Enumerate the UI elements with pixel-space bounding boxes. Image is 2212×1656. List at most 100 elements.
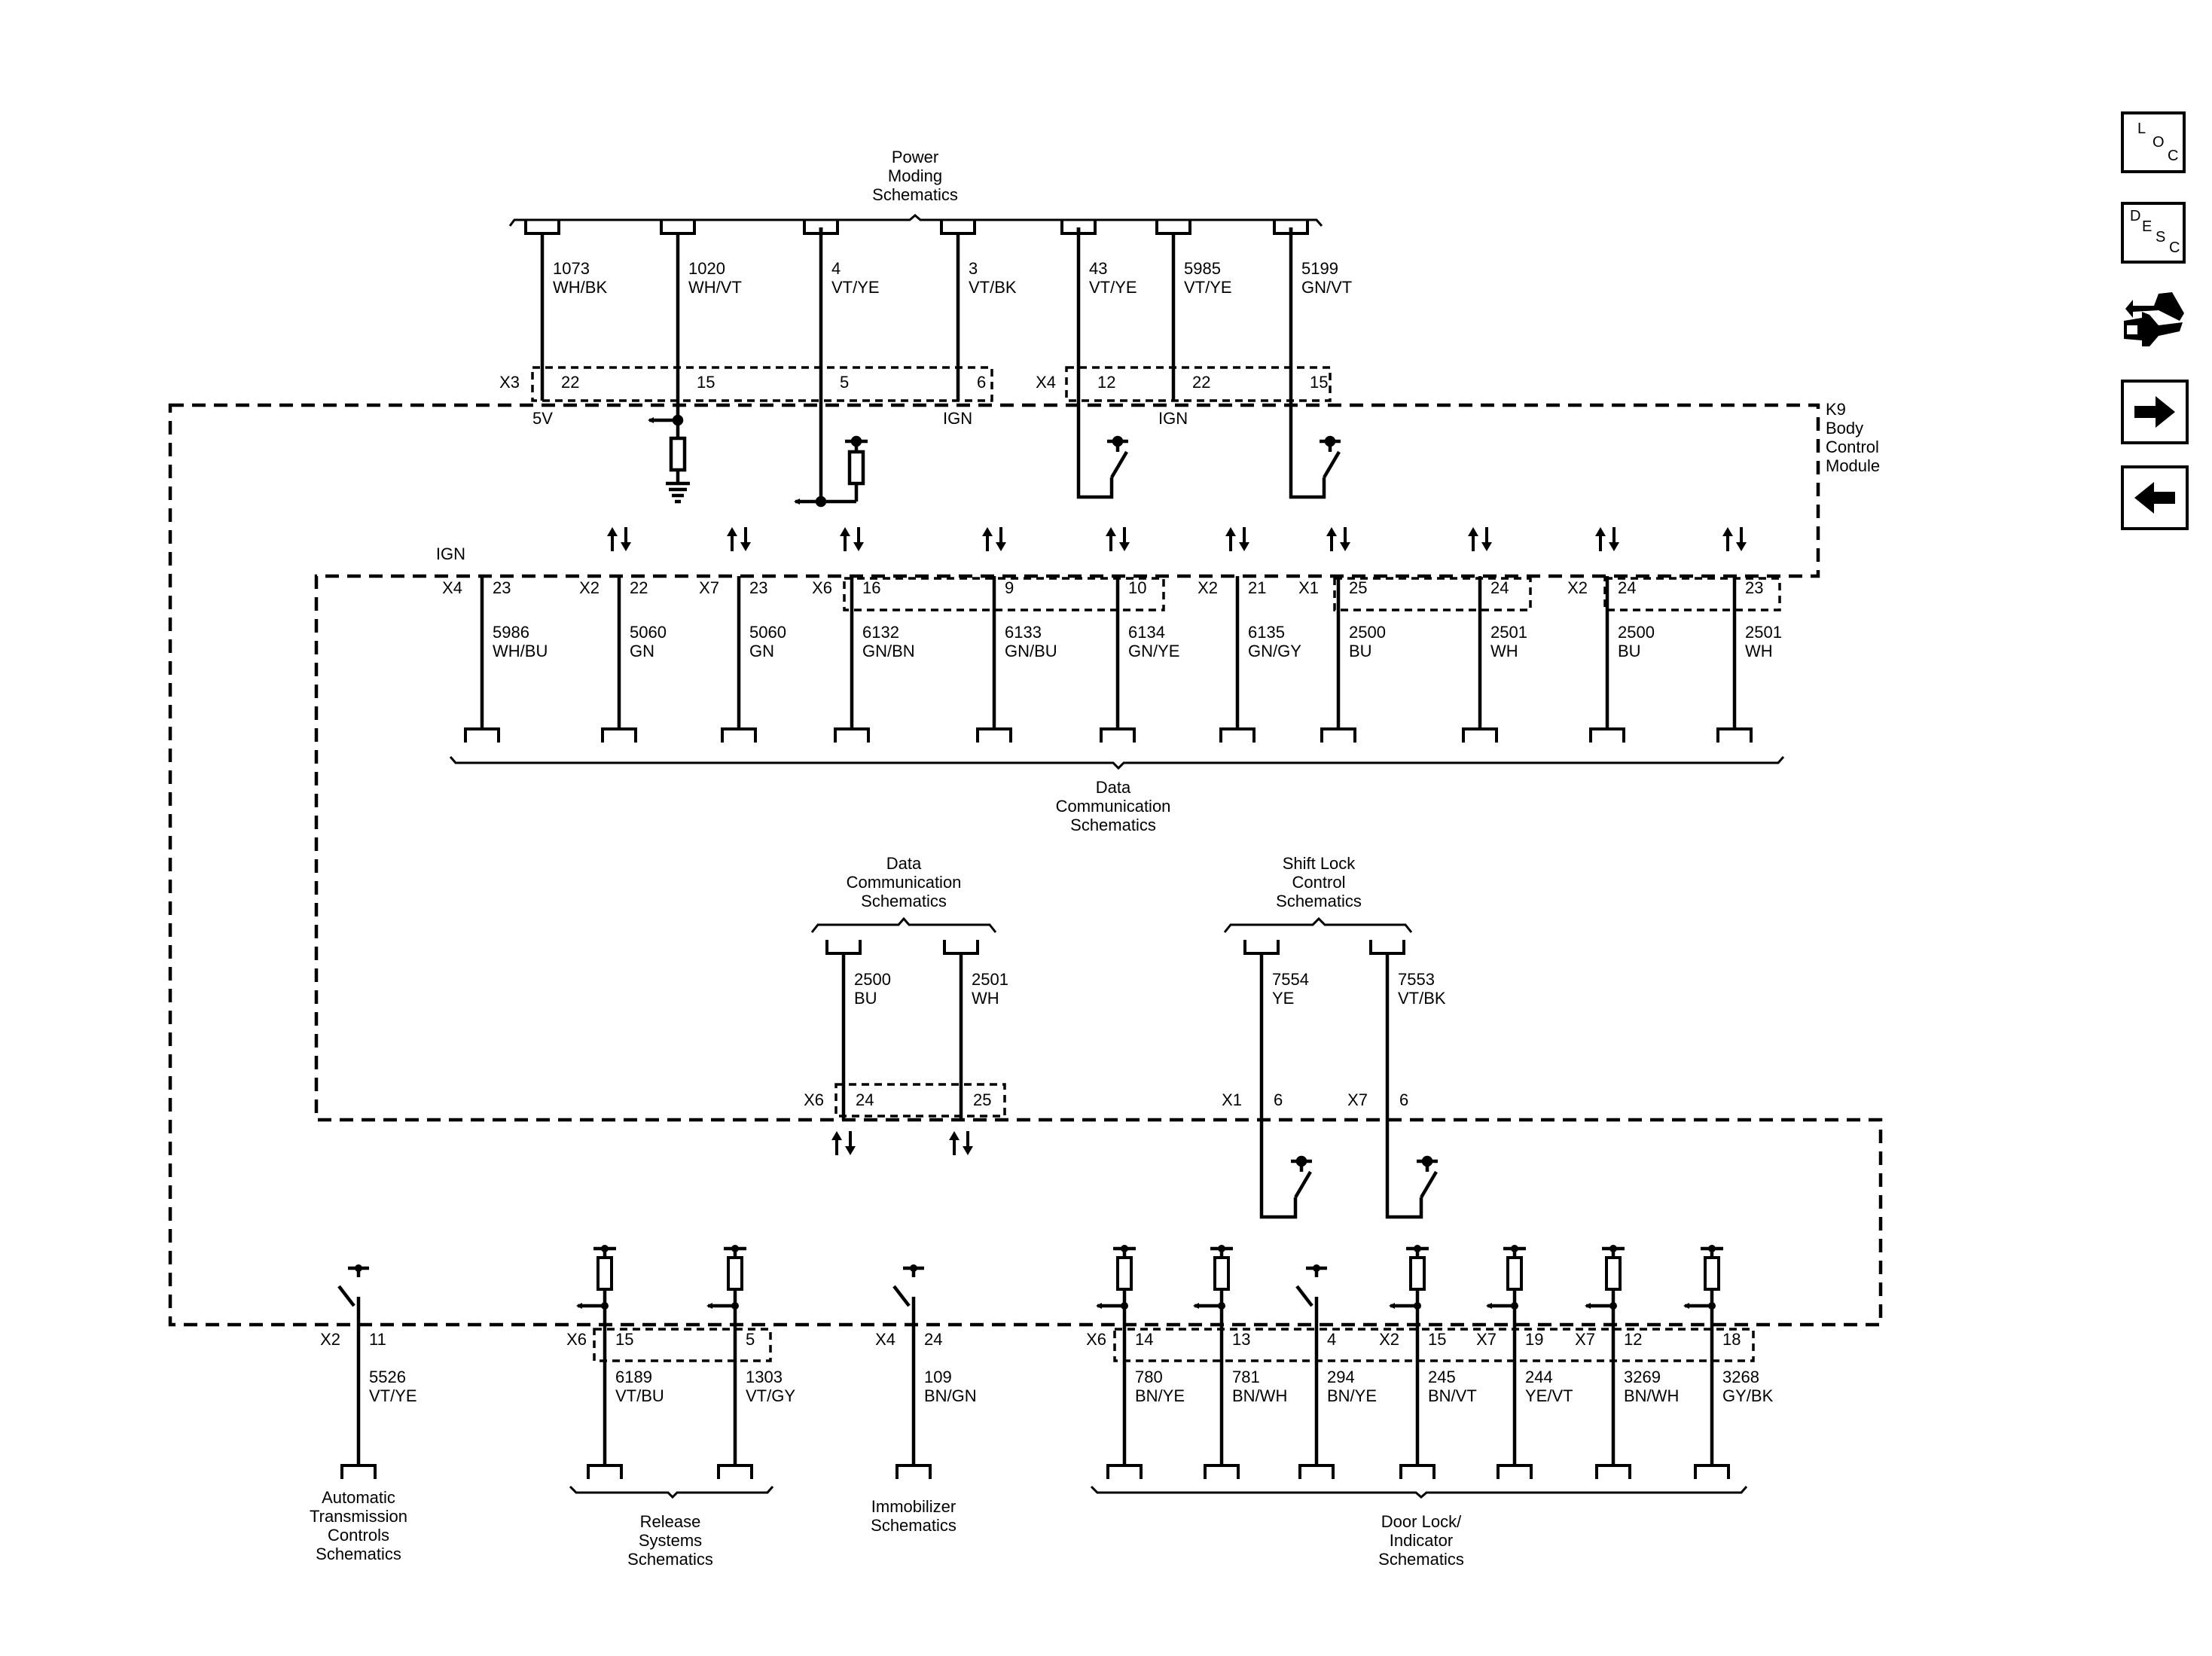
data-circuit-3-6132-color: GN/BN bbox=[862, 642, 915, 660]
svg-text:Control: Control bbox=[1292, 873, 1346, 892]
top-circuit-1073-connector: X3 bbox=[499, 373, 520, 392]
svg-text:Data: Data bbox=[1096, 778, 1131, 797]
bottom-circuit-5-781-terminal bbox=[1204, 1464, 1240, 1479]
data-circuit-7-2500-serial-arrows-down-head bbox=[1340, 542, 1350, 551]
mid-circuit-1-2501-number: 2501 bbox=[972, 970, 1008, 989]
svg-text:Communication: Communication bbox=[1056, 797, 1171, 816]
data-circuit-0-5986-terminal bbox=[464, 727, 500, 743]
data-circuit-6-6135-pin: 21 bbox=[1248, 578, 1266, 597]
previous-page-arrow-icon[interactable] bbox=[2121, 465, 2189, 530]
data-circuit-3-6132-serial-arrows-down-head bbox=[853, 542, 864, 551]
bottom-circuit-5-781-pin: 13 bbox=[1232, 1330, 1250, 1349]
bottom-circuit-10-3268-number: 3268 bbox=[1722, 1368, 1759, 1386]
bottom-circuit-5-781-color: BN/WH bbox=[1232, 1386, 1287, 1405]
top-circuit-5985-note: IGN bbox=[1158, 409, 1188, 428]
mid-circuit-2-7554-color: YE bbox=[1272, 989, 1294, 1008]
data-circuit-3-6132-terminal bbox=[834, 727, 870, 743]
data-circuit-4-6133-color: GN/BU bbox=[1005, 642, 1057, 660]
desc-icon[interactable]: D E S C bbox=[2121, 202, 2186, 264]
top-circuit-43-color: VT/YE bbox=[1089, 278, 1137, 297]
svg-text:Schematics: Schematics bbox=[861, 892, 947, 910]
mid-circuit-1-2501-color: WH bbox=[972, 989, 999, 1008]
svg-text:Indicator: Indicator bbox=[1390, 1531, 1453, 1550]
data-circuit-9-2500-terminal bbox=[1589, 727, 1625, 743]
data-circuit-8-2501-terminal bbox=[1462, 727, 1498, 743]
mid-circuit-2-7554-number: 7554 bbox=[1272, 970, 1309, 989]
top-circuit-4-pin: 5 bbox=[840, 373, 849, 392]
data-circuit-2-5060-terminal bbox=[721, 727, 757, 743]
data-circuit-0-5986-note: IGN bbox=[436, 544, 465, 563]
bottom-circuit-9-3269-terminal bbox=[1595, 1464, 1631, 1479]
top-circuit-4-color: VT/YE bbox=[831, 278, 880, 297]
bottom-circuit-1-6189-number: 6189 bbox=[615, 1368, 652, 1386]
svg-text:Door Lock/: Door Lock/ bbox=[1381, 1512, 1462, 1531]
bottom-circuit-9-3269-connector: X7 bbox=[1575, 1330, 1595, 1349]
svg-text:Communication: Communication bbox=[847, 873, 962, 892]
bottom-circuit-0-5526-connector: X2 bbox=[320, 1330, 340, 1349]
data-circuit-4-6133-serial-arrows-down-head bbox=[996, 542, 1006, 551]
bottom-circuit-0-5526-terminal bbox=[340, 1464, 377, 1479]
top-circuit-5985-color: VT/YE bbox=[1184, 278, 1232, 297]
mid-circuit-1-2501-pin: 25 bbox=[973, 1090, 991, 1109]
data-circuit-10-2501-pin: 23 bbox=[1745, 578, 1763, 597]
data-circuit-1-5060-pin: 22 bbox=[630, 578, 648, 597]
bottom-circuit-10-3268-terminal bbox=[1694, 1464, 1730, 1479]
top-circuit-1073-number: 1073 bbox=[553, 259, 590, 278]
data-circuit-6-6135-terminal bbox=[1219, 727, 1256, 743]
data-circuit-10-2501-color: WH bbox=[1745, 642, 1773, 660]
desc-letter-s: S bbox=[2156, 229, 2166, 246]
data-circuit-9-2500-connector: X2 bbox=[1567, 578, 1588, 597]
top-circuit-1073-note: 5V bbox=[532, 409, 553, 428]
group-label-shift-lock: Shift Lock Control Schematics bbox=[1276, 854, 1362, 910]
data-circuit-6-6135-connector: X2 bbox=[1198, 578, 1218, 597]
data-circuit-3-6132-number: 6132 bbox=[862, 623, 899, 642]
data-circuit-5-6134-terminal bbox=[1100, 727, 1136, 743]
data-circuit-10-2501-serial-arrows-down-head bbox=[1736, 542, 1747, 551]
desc-letter-d: D bbox=[2130, 208, 2141, 224]
data-circuit-4-6133-number: 6133 bbox=[1005, 623, 1042, 642]
data-circuit-2-5060-serial-arrows-up-head bbox=[727, 527, 737, 536]
data-circuit-7-2500-color: BU bbox=[1349, 642, 1372, 660]
bottom-circuit-4-780-terminal bbox=[1106, 1464, 1143, 1479]
connector-pinout-icon[interactable] bbox=[2119, 283, 2187, 351]
bottom-circuit-0-5526-color: VT/YE bbox=[369, 1386, 417, 1405]
bottom-circuit-8-244-terminal bbox=[1497, 1464, 1533, 1479]
bottom-circuit-9-3269-number: 3269 bbox=[1624, 1368, 1661, 1386]
top-circuit-3-note: IGN bbox=[943, 409, 972, 428]
svg-text:Immobilizer: Immobilizer bbox=[871, 1497, 956, 1516]
next-page-arrow-icon[interactable] bbox=[2121, 380, 2189, 444]
loc-icon[interactable]: L O C bbox=[2121, 111, 2186, 173]
data-circuit-4-6133-pin: 9 bbox=[1005, 578, 1014, 597]
data-circuit-3-6132-serial-arrows bbox=[840, 527, 864, 551]
data-circuit-6-6135-color: GN/GY bbox=[1248, 642, 1301, 660]
svg-text:Schematics: Schematics bbox=[316, 1545, 401, 1563]
data-circuit-0-5986-connector: X4 bbox=[442, 578, 462, 597]
module-label: K9 Body Control Module bbox=[1826, 400, 1880, 475]
svg-text:Automatic: Automatic bbox=[322, 1488, 395, 1507]
data-circuit-2-5060-serial-arrows-down-head bbox=[740, 542, 751, 551]
bottom-circuit-5-781-number: 781 bbox=[1232, 1368, 1260, 1386]
top-circuit-1020-number: 1020 bbox=[688, 259, 725, 278]
data-circuit-7-2500-pin: 25 bbox=[1349, 578, 1367, 597]
k9-module-boundary bbox=[168, 403, 1883, 1327]
data-circuit-9-2500-number: 2500 bbox=[1618, 623, 1655, 642]
bottom-circuit-6-294-pin: 4 bbox=[1327, 1330, 1336, 1349]
group-label-data-comm-top: Data Communication Schematics bbox=[1056, 778, 1171, 834]
top-circuit-1020-color: WH/VT bbox=[688, 278, 742, 297]
data-circuit-7-2500-serial-arrows bbox=[1326, 527, 1350, 551]
left-arrow-glyph bbox=[2134, 482, 2175, 514]
desc-letter-e: E bbox=[2142, 218, 2153, 235]
data-circuit-9-2500-color: BU bbox=[1618, 642, 1641, 660]
top-circuit-5199-pin: 15 bbox=[1310, 373, 1328, 392]
data-circuit-1-5060-serial-arrows bbox=[607, 527, 631, 551]
data-circuit-10-2501-serial-arrows bbox=[1722, 527, 1747, 551]
svg-text:Data: Data bbox=[886, 854, 922, 873]
data-circuit-6-6135-serial-arrows bbox=[1225, 527, 1249, 551]
bottom-circuit-7-245-pin: 15 bbox=[1428, 1330, 1446, 1349]
bottom-circuit-1-6189-terminal bbox=[587, 1464, 623, 1479]
loc-letter-o: O bbox=[2153, 134, 2165, 151]
data-circuit-2-5060-connector: X7 bbox=[699, 578, 719, 597]
mid-circuit-0-2500-number: 2500 bbox=[854, 970, 891, 989]
